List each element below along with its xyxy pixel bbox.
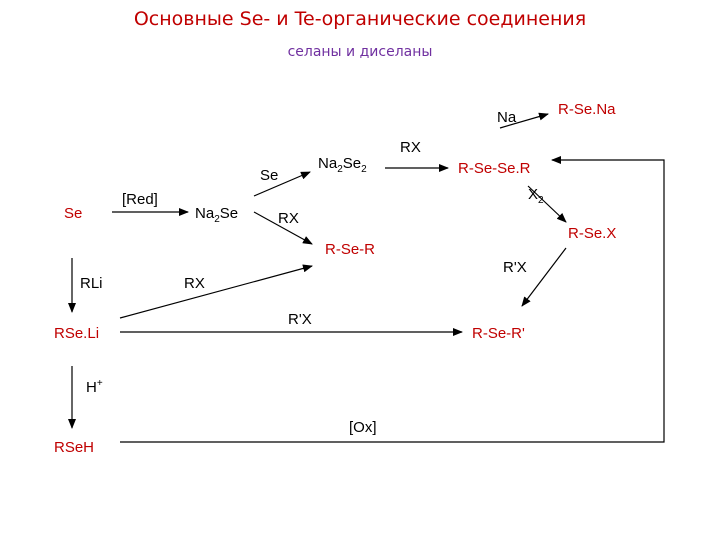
arrow-na2se-to-selane bbox=[253, 211, 313, 245]
arrow-diselane-to-selenenyl-halide bbox=[527, 185, 567, 223]
arrow-rseli-to-selane bbox=[119, 264, 313, 319]
reagent-alkyl-halide-mid: RX bbox=[278, 210, 299, 227]
compound-selenenyl-halide: R-Se.X bbox=[568, 225, 616, 242]
compound-selenol: RSeH bbox=[54, 439, 94, 456]
reagent-alkyl-halide-prime-mid: R'X bbox=[288, 311, 312, 328]
reagent-sodium: Na bbox=[497, 109, 517, 126]
compound-diselane: R-Se-Se.R bbox=[458, 160, 531, 177]
arrow-to-selenolate-na bbox=[499, 112, 549, 129]
reagent-proton: H+ bbox=[86, 378, 103, 396]
compound-lithium-selenolate: RSe.Li bbox=[54, 325, 99, 342]
arrow-rseh-oxidation-loop bbox=[120, 156, 665, 443]
arrow-selenenyl-halide-to-unsym-selane bbox=[521, 247, 567, 307]
compound-unsymmetric-selane: R-Se-R' bbox=[472, 325, 525, 342]
arrow-na2se-to-na2se2 bbox=[253, 171, 311, 197]
reagent-halogen: X2 bbox=[528, 186, 544, 206]
compound-dialkyl-selane: R-Se-R bbox=[325, 241, 375, 258]
page-subtitle: селаны и диселаны bbox=[287, 44, 433, 60]
compound-selenium: Se bbox=[64, 205, 82, 222]
reagent-oxidant: [Ox] bbox=[349, 419, 377, 436]
reagent-alkyl-halide-left: RX bbox=[184, 275, 205, 292]
compound-sodium-selenolate: R-Se.Na bbox=[558, 101, 616, 118]
reagent-sodium-selenide: Na2Se bbox=[195, 205, 238, 225]
reagent-selenium-small: Se bbox=[260, 167, 278, 184]
page-title: Основные Se- и Te-органические соединени… bbox=[133, 8, 587, 30]
reagent-alkyl-halide-top: RX bbox=[400, 139, 421, 156]
reagent-reduction: [Red] bbox=[122, 191, 158, 208]
reagent-sodium-diselenide: Na2Se2 bbox=[318, 155, 367, 175]
reagent-alkyl-halide-prime-right: R'X bbox=[503, 259, 527, 276]
reagent-alkyllithium: RLi bbox=[80, 275, 103, 292]
